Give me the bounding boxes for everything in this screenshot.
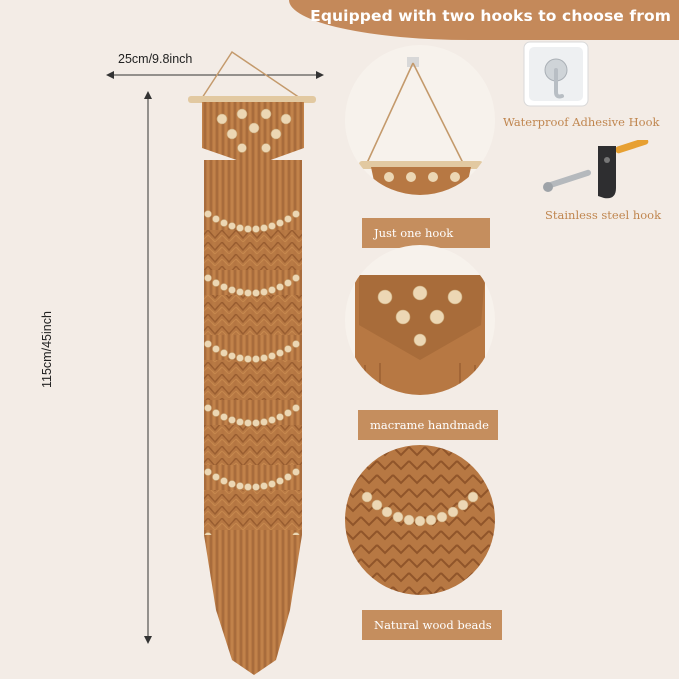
steel-hook-icon xyxy=(543,140,649,199)
steel-hook-label: Stainless steel hook xyxy=(545,208,662,222)
width-label: 25cm/9.8inch xyxy=(118,52,193,66)
header-banner: Equipped with two hooks to choose from xyxy=(289,0,679,40)
adhesive-hook-label: Waterproof Adhesive Hook xyxy=(503,115,660,129)
adhesive-hook-icon xyxy=(523,41,589,107)
detail-circle-handmade xyxy=(345,245,495,395)
macrame-wall-hanging xyxy=(188,50,316,675)
beads-detail-illustration xyxy=(345,445,495,595)
caption-natural-wood-beads: Natural wood beads xyxy=(362,610,502,640)
caption-just-one-hook: Just one hook xyxy=(362,218,490,248)
hook-detail-illustration xyxy=(359,57,483,195)
detail-circle-beads xyxy=(345,445,495,595)
detail-circle-hook xyxy=(345,45,495,195)
height-label: 115cm/45inch xyxy=(40,311,54,388)
caption-macrame-handmade: macrame handmade xyxy=(358,410,498,440)
handmade-detail-illustration xyxy=(355,275,485,395)
header-title: Equipped with two hooks to choose from xyxy=(310,7,671,25)
